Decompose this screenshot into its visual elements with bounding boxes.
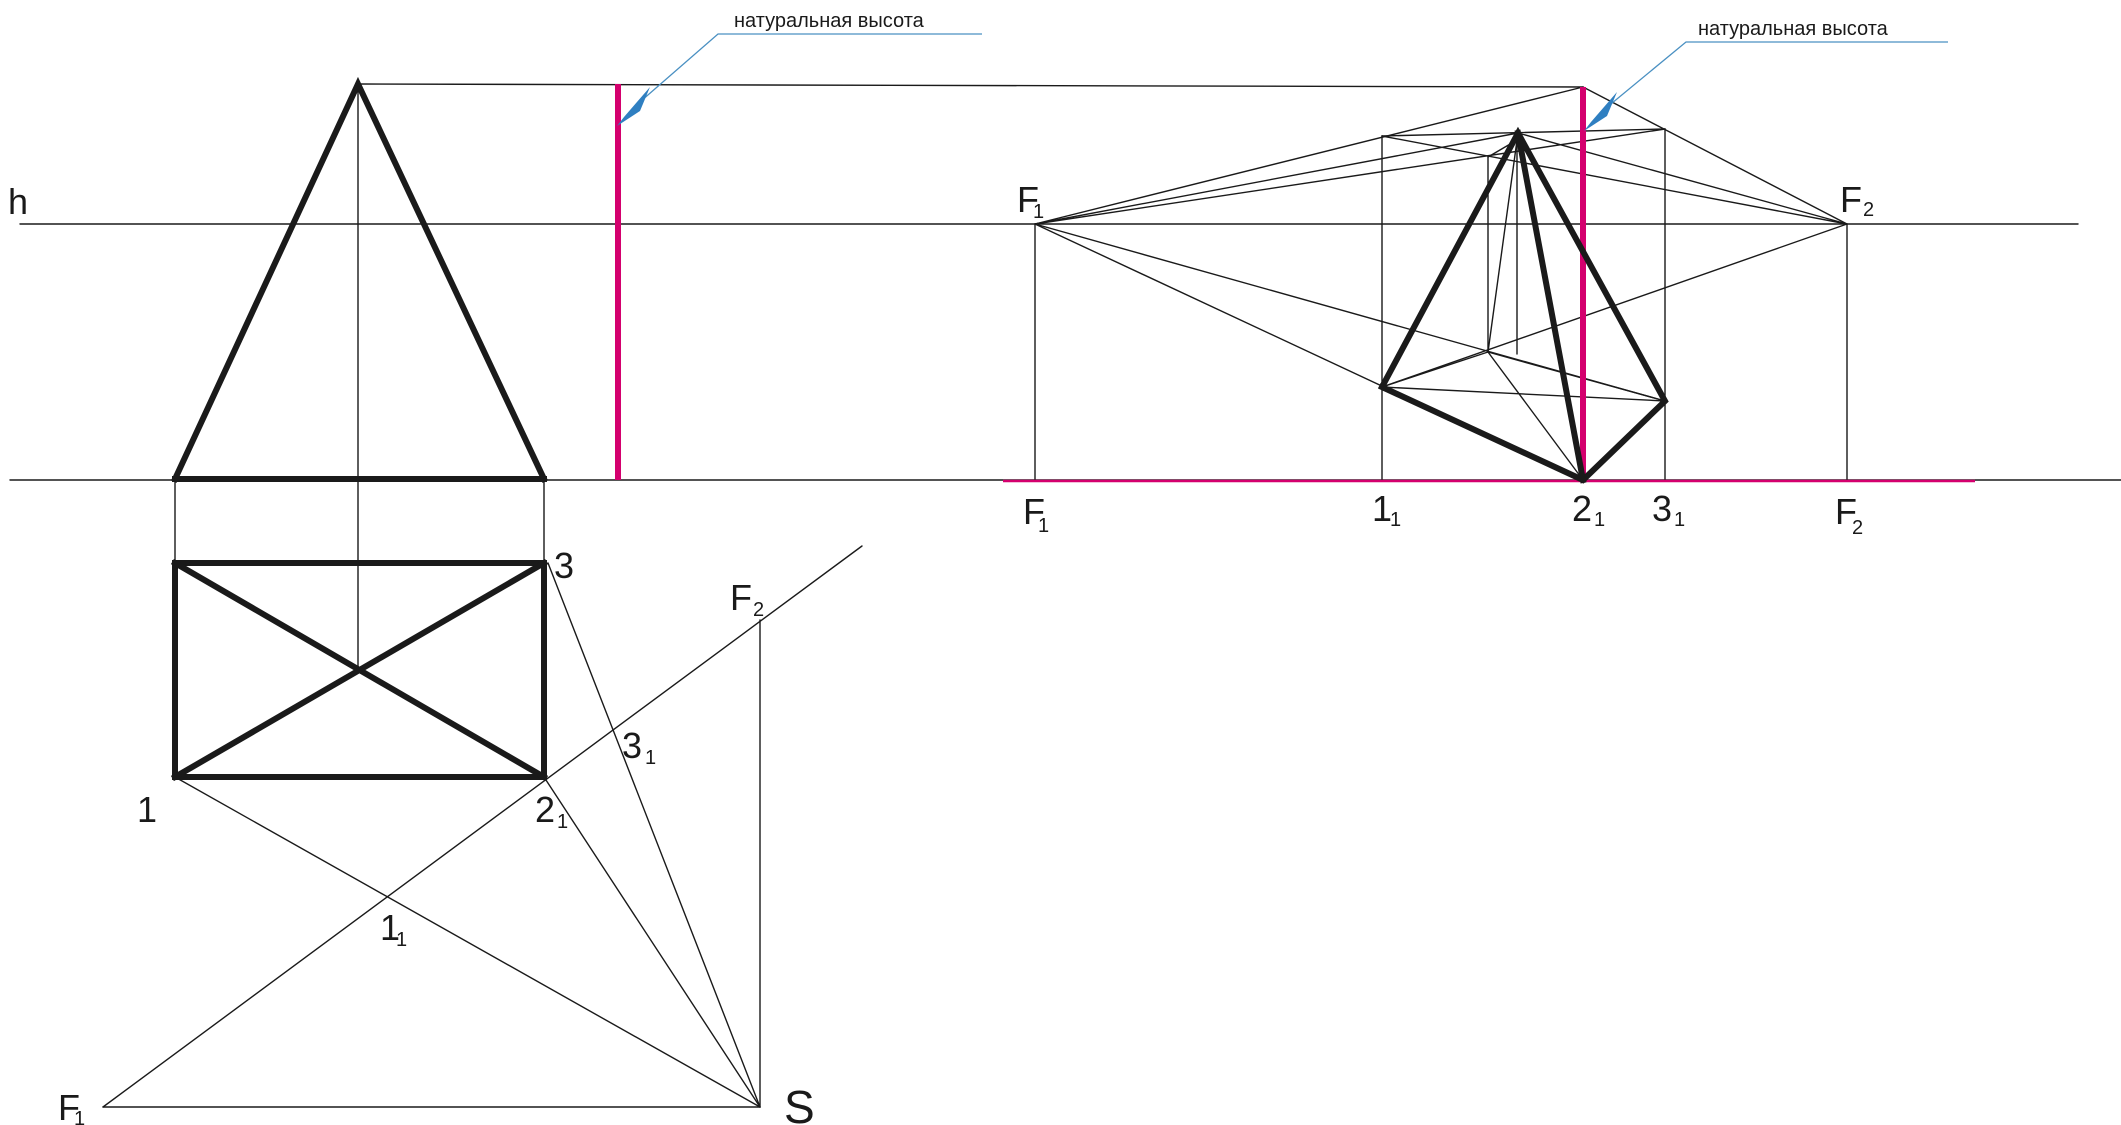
label-persp-f2-top: F 2 — [1840, 179, 1874, 221]
perspective-construction — [1034, 86, 1848, 481]
pyramid-outline — [1377, 126, 1669, 484]
label-persp-f2-bottom: F 2 — [1835, 491, 1863, 539]
pyramid-front-edge — [1514, 129, 1587, 484]
svg-text:2: 2 — [1852, 517, 1863, 539]
note-left-group: натуральная высота — [617, 10, 982, 126]
f1-to-top — [1034, 86, 1584, 225]
note-left-arrowhead — [617, 87, 650, 126]
ray-1-s — [174, 776, 761, 1108]
label-plan-f1: F 1 — [58, 1087, 85, 1125]
svg-text:F: F — [730, 577, 752, 618]
plan-diagonal-b — [170, 558, 549, 782]
front-view-triangle — [171, 76, 548, 483]
plan-view — [170, 558, 549, 782]
svg-text:1: 1 — [380, 907, 400, 948]
perspective-pyramid — [1377, 126, 1669, 484]
note-right-leader — [1599, 41, 1948, 114]
label-plan-1-1: 1 1 — [380, 907, 407, 951]
svg-text:F: F — [1840, 179, 1862, 220]
svg-text:F: F — [1017, 179, 1039, 220]
note-right-group: натуральная высота — [1584, 18, 1948, 131]
f2-to-top-ray — [1517, 132, 1848, 225]
svg-text:3: 3 — [622, 725, 642, 766]
svg-text:2: 2 — [1863, 199, 1874, 221]
label-persp-f1-top: F 1 — [1017, 179, 1044, 223]
label-persp-3: 3 1 — [1652, 488, 1685, 531]
f1-to-3top — [1034, 128, 1666, 225]
note-left-text: натуральная высота — [734, 10, 925, 32]
label-persp-1: 1 1 — [1372, 488, 1401, 531]
label-plan-f2: F 2 — [730, 577, 764, 621]
svg-text:1: 1 — [1038, 515, 1049, 537]
reference-lines — [9, 83, 2121, 481]
plan-construction — [102, 545, 863, 1108]
base-diag-c — [1381, 351, 1489, 388]
ray-2-s — [543, 776, 761, 1108]
label-persp-2: 2 1 — [1572, 488, 1605, 531]
svg-text:F: F — [1835, 491, 1857, 532]
label-station-point: S — [784, 1081, 815, 1125]
svg-text:1: 1 — [557, 811, 568, 833]
base-diag-d — [1487, 351, 1666, 402]
svg-text:1: 1 — [396, 929, 407, 951]
svg-text:1: 1 — [1033, 201, 1044, 223]
plan-rectangle — [172, 560, 547, 780]
label-plan-3: 3 — [554, 545, 574, 586]
base-diag-a — [1381, 386, 1666, 402]
svg-text:F: F — [1023, 491, 1045, 532]
picture-plane-trace — [102, 545, 863, 1108]
note-left-leader — [632, 33, 982, 109]
note-right-text: натуральная высота — [1698, 18, 1889, 40]
base-diag-b — [1487, 351, 1584, 481]
ray-3-s — [547, 562, 761, 1108]
svg-text:3: 3 — [1652, 488, 1672, 529]
front-view — [171, 76, 548, 671]
f1-to-top-ray — [1034, 132, 1519, 225]
apex-to-center — [1487, 132, 1519, 353]
top-1-3 — [1381, 128, 1666, 137]
top-height-transfer-line — [357, 83, 1584, 88]
svg-text:2: 2 — [753, 599, 764, 621]
note-right-arrowhead — [1584, 92, 1617, 131]
svg-text:1: 1 — [645, 747, 656, 769]
f2-to-1top — [1381, 135, 1848, 225]
f2-to-top — [1582, 86, 1848, 225]
svg-text:1: 1 — [1674, 509, 1685, 531]
label-persp-f1-bottom: F 1 — [1023, 491, 1049, 537]
svg-text:1: 1 — [1372, 488, 1392, 529]
svg-text:F: F — [58, 1087, 80, 1125]
svg-text:1: 1 — [1390, 509, 1401, 531]
label-plan-1: 1 — [137, 789, 157, 830]
svg-text:2: 2 — [1572, 488, 1592, 529]
label-plan-2-1: 2 1 — [535, 789, 568, 833]
label-horizon: h — [8, 181, 28, 222]
label-plan-3-1: 3 1 — [622, 725, 656, 769]
svg-text:2: 2 — [535, 789, 555, 830]
svg-text:1: 1 — [74, 1108, 85, 1125]
svg-text:1: 1 — [1594, 509, 1605, 531]
